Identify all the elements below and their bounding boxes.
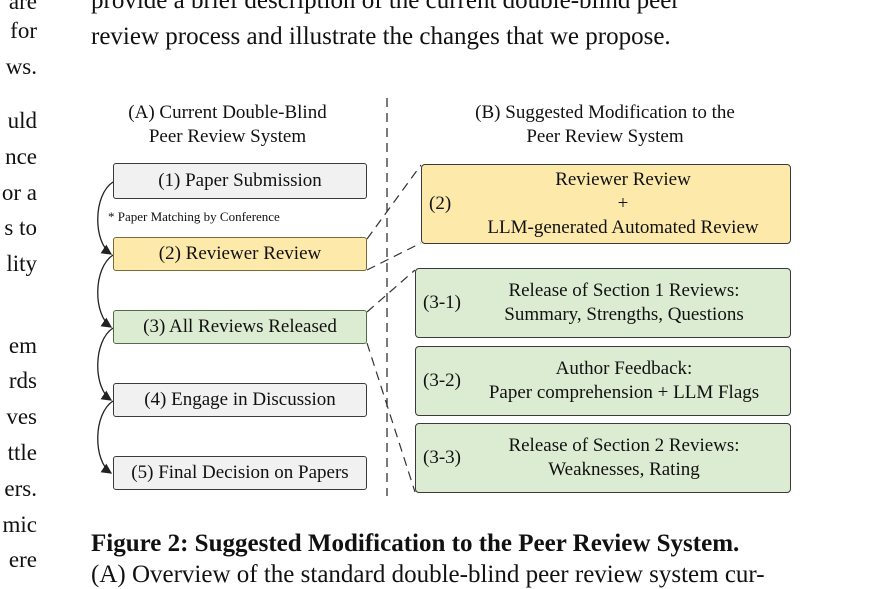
left-column-fragment: em bbox=[8, 333, 37, 358]
modified-system-header: (B) Suggested Modification to the Peer R… bbox=[420, 101, 790, 149]
step-number: (2) bbox=[429, 193, 452, 214]
left-column-fragment: nce bbox=[5, 144, 37, 169]
box-line: Weaknesses, Rating bbox=[548, 459, 700, 480]
left-column-fragment: or a bbox=[1, 180, 37, 205]
intro-line: provide a brief description of the curre… bbox=[91, 0, 680, 14]
left-column-fragment: ves bbox=[6, 404, 37, 429]
header-line: Peer Review System bbox=[526, 126, 684, 147]
left-column-fragment: lity bbox=[6, 251, 37, 276]
header-line: Peer Review System bbox=[148, 126, 307, 147]
intro-line: review process and illustrate the change… bbox=[91, 23, 671, 50]
modified-section2-release: (3-3) Release of Section 2 Reviews: Weak… bbox=[415, 423, 791, 493]
box-line: Summary, Strengths, Questions bbox=[504, 304, 744, 325]
left-column-fragment: s to bbox=[4, 215, 37, 240]
step-all-reviews-released: (3) All Reviews Released bbox=[113, 310, 367, 344]
left-column-fragment: uld bbox=[7, 108, 37, 133]
step-final-decision: (5) Final Decision on Papers bbox=[113, 456, 367, 490]
flow-arrow bbox=[97, 400, 114, 474]
figure-caption-title: Figure 2: Suggested Modification to the … bbox=[91, 530, 740, 557]
left-column-fragment: rds bbox=[8, 368, 37, 393]
flow-arrow bbox=[97, 327, 114, 401]
box-line: + bbox=[617, 193, 629, 214]
header-line: (A) Current Double-Blind bbox=[128, 102, 327, 123]
left-column-fragment: for bbox=[10, 18, 37, 43]
left-column-fragment: ere bbox=[8, 547, 37, 572]
modified-section1-release: (3-1) Release of Section 1 Reviews: Summ… bbox=[415, 268, 791, 338]
step-reviewer-review: (2) Reviewer Review bbox=[113, 237, 367, 271]
step-number: (3-1) bbox=[423, 292, 461, 313]
zoom-line bbox=[366, 164, 422, 240]
left-column-fragment: ws. bbox=[5, 54, 37, 79]
step-engage-discussion: (4) Engage in Discussion bbox=[113, 383, 367, 417]
step-number: (3-3) bbox=[423, 447, 461, 468]
box-line: Paper comprehension + LLM Flags bbox=[488, 382, 760, 403]
box-line: Release of Section 2 Reviews: bbox=[508, 435, 740, 456]
figure-caption-body: (A) Overview of the standard double-blin… bbox=[91, 561, 765, 588]
box-line: Reviewer Review bbox=[555, 169, 691, 190]
flow-arrow bbox=[97, 181, 114, 255]
zoom-line bbox=[366, 242, 422, 271]
left-column-fragment: ers. bbox=[4, 476, 37, 501]
box-line: Release of Section 1 Reviews: bbox=[508, 280, 740, 301]
left-column-fragment: are bbox=[8, 0, 37, 14]
box-line: Author Feedback: bbox=[555, 358, 693, 379]
zoom-line bbox=[366, 342, 416, 493]
box-line: LLM-generated Automated Review bbox=[487, 217, 759, 238]
flow-arrow bbox=[97, 254, 114, 328]
zoom-line bbox=[366, 269, 416, 313]
matching-note: * Paper Matching by Conference bbox=[108, 209, 280, 224]
step-number: (3-2) bbox=[423, 370, 461, 391]
left-column-fragment: mic bbox=[2, 512, 38, 537]
step-paper-submission: (1) Paper Submission bbox=[113, 163, 367, 199]
modified-reviewer-review: (2) Reviewer Review + LLM-generated Auto… bbox=[421, 164, 791, 244]
modified-author-feedback: (3-2) Author Feedback: Paper comprehensi… bbox=[415, 346, 791, 416]
header-line: (B) Suggested Modification to the bbox=[475, 102, 735, 123]
current-system-header: (A) Current Double-Blind Peer Review Sys… bbox=[100, 101, 355, 149]
left-column-fragment: ttle bbox=[7, 440, 37, 465]
